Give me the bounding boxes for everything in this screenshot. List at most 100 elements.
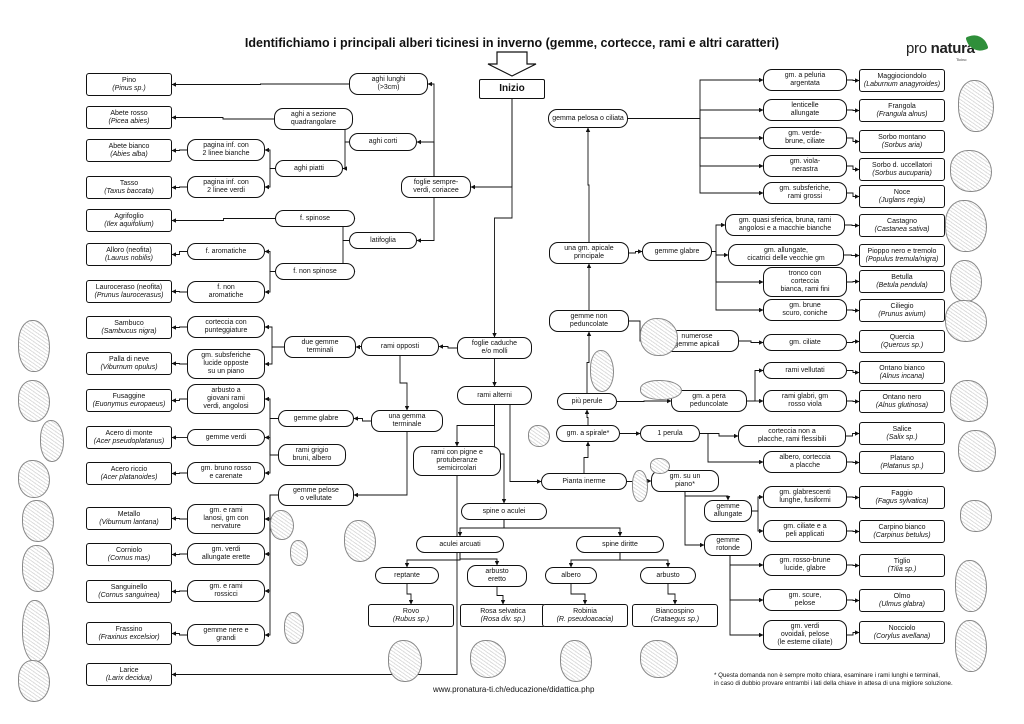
key-node-text: due gemme — [301, 339, 339, 346]
species-scientific-name: (Sorbus aria) — [881, 141, 923, 149]
species-common-name: Ciliegio — [890, 302, 914, 310]
key-node-text: gm. rosso-brune — [779, 557, 831, 564]
species-scientific-name: (Platanus sp.) — [880, 462, 924, 470]
key-node-text: gm. a spirale* — [566, 429, 610, 437]
plant-illustration-icon — [950, 260, 982, 302]
connector-arrow — [353, 432, 408, 498]
species-box-quercia: Quercia(Quercus sp.) — [859, 330, 945, 353]
connector-arrow — [264, 494, 278, 638]
species-scientific-name: (Frangula alnus) — [876, 110, 928, 118]
connector-arrow — [628, 118, 764, 141]
key-node-text: 2 linee verdi — [207, 187, 245, 194]
connector-arrow — [700, 433, 739, 439]
key-node-text: gm. viola- — [789, 158, 821, 165]
species-common-name: Sambuco — [114, 319, 144, 327]
species-scientific-text: Alnus glutinosa — [878, 401, 926, 409]
start-arrow-icon — [487, 51, 537, 77]
species-scientific-name: (Populus tremula/nigra) — [865, 255, 939, 263]
key-node-aghi-corti: aghi corti — [349, 133, 417, 151]
connector-arrow — [729, 544, 764, 638]
connector-arrow — [342, 141, 349, 171]
connector-arrow — [712, 251, 729, 258]
key-node-text: nervature — [211, 523, 241, 530]
connector-arrow — [617, 398, 672, 404]
logo-subtitle: Ticino — [956, 57, 967, 62]
connector-arrow — [171, 552, 187, 557]
pro-natura-logo: pro natura Ticino — [906, 31, 989, 64]
key-node-text: protuberanze — [436, 457, 478, 464]
connector-arrow — [568, 553, 621, 568]
key-node-text: rotonde — [716, 545, 740, 552]
species-scientific-text: Juglans regia — [881, 196, 923, 204]
species-common-name: Frassino — [115, 625, 143, 633]
key-node-rami-vellutati: rami vellutati — [763, 362, 847, 379]
plant-illustration-icon — [22, 600, 50, 662]
species-box-frassino: Frassino(Fraxinus excelsior) — [86, 622, 172, 645]
species-scientific-text: Rubus sp. — [395, 615, 427, 623]
footnote: * Questa domanda non è sempre molto chia… — [714, 672, 1014, 688]
plant-illustration-icon — [960, 500, 992, 532]
species-scientific-name: (Pinus sp.) — [112, 84, 146, 92]
species-scientific-text: Ulmus glabra — [881, 600, 923, 608]
key-node-text: brune, ciliate — [785, 138, 825, 145]
connector-arrow — [457, 520, 505, 537]
key-node-text: argentata — [790, 80, 820, 87]
key-node-text: punteggiature — [204, 327, 248, 334]
key-node-text: gm. bruno rosso — [200, 465, 252, 472]
key-node-una-perula: 1 perula — [640, 425, 700, 442]
connector-arrow — [470, 99, 513, 190]
key-node-text: rossicci — [214, 591, 238, 598]
key-node-text: aromatiche — [208, 292, 244, 299]
species-scientific-text: Cornus mas — [110, 554, 148, 562]
species-scientific-text: Euonymus europaeus — [94, 400, 164, 408]
key-node-text: arbusto — [656, 571, 680, 579]
key-node-text: 1 perula — [657, 429, 683, 437]
species-common-name: Tiglio — [893, 557, 911, 565]
species-scientific-name: (Euonymus europaeus) — [92, 400, 166, 408]
species-box-salice: Salice(Salix sp.) — [859, 422, 945, 445]
key-node-text: f. non — [217, 284, 235, 291]
species-common-name: Rovo — [402, 607, 420, 615]
connector-arrow — [586, 331, 592, 393]
species-scientific-name: (Castanea sativa) — [874, 225, 930, 233]
key-node-text: scuro, coniche — [782, 310, 828, 317]
connector-arrow — [847, 370, 860, 375]
connector-arrow — [171, 398, 187, 403]
connector-arrow — [454, 405, 495, 447]
species-scientific-text: Ilex aquifolium — [106, 220, 152, 228]
key-node-text: latifoglia — [370, 236, 396, 244]
key-node-text: foglie sempre- — [413, 179, 459, 186]
plant-illustration-icon — [560, 640, 592, 682]
plant-illustration-icon — [958, 430, 996, 472]
connector-arrow — [712, 222, 726, 252]
species-scientific-text: Laburnum anagyroides — [866, 80, 938, 88]
key-node-text: gm. allungate, — [764, 247, 808, 254]
species-scientific-name: (Prunus laurocerasus) — [94, 291, 164, 299]
key-node-text: e carenate — [209, 473, 243, 480]
species-scientific-text: Corylus avellana — [876, 632, 928, 640]
key-node-text: gemme glabre — [293, 414, 339, 422]
key-node-text: angolosi e a macchie bianche — [738, 225, 832, 232]
key-node-text: aghi corti — [368, 138, 398, 145]
key-node-text: allungate — [790, 110, 820, 117]
species-box-larice: Larice(Larix decidua) — [86, 663, 172, 686]
connector-arrow — [399, 356, 410, 411]
plant-illustration-icon — [640, 640, 678, 678]
species-box-tasso: Tasso(Taxus baccata) — [86, 176, 172, 199]
connector-arrow — [847, 460, 860, 465]
species-common-name: Faggio — [891, 489, 913, 497]
species-box-ciliegio: Ciliegio(Prunus avium) — [859, 299, 945, 322]
connector-arrow — [628, 77, 764, 119]
key-node-text: gm. quasi sferica, bruna, rami — [738, 217, 832, 224]
key-node-text: pagina inf. con — [203, 179, 249, 186]
species-scientific-name: (Viburnum opulus) — [100, 363, 158, 371]
key-node-text: bianca, rami fini — [780, 286, 830, 293]
